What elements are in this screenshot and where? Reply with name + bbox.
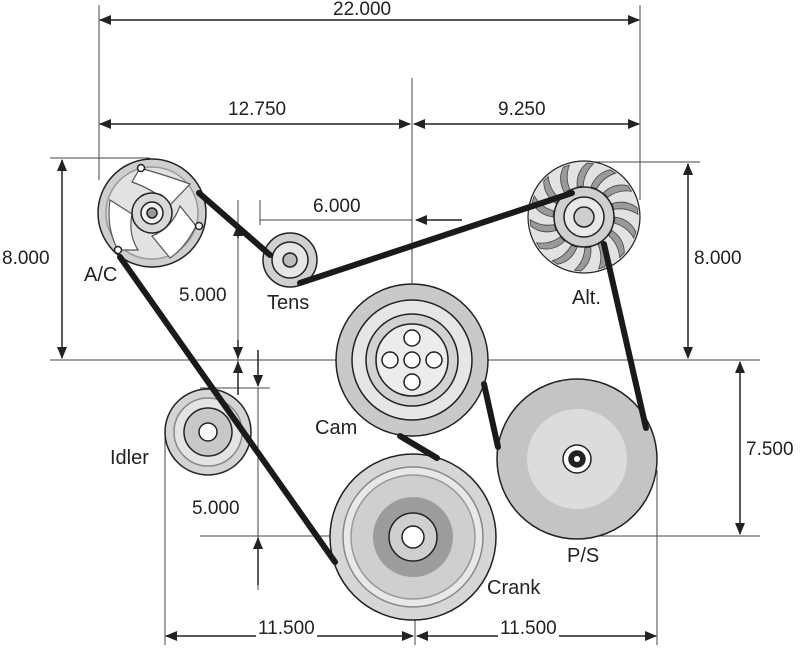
dim-crank-to-ps: 11.500 xyxy=(498,618,559,639)
fan-blade xyxy=(611,201,639,216)
dim-alt-height: 8.000 xyxy=(692,248,744,269)
alternator-pulley xyxy=(527,160,641,274)
cam-pulley xyxy=(335,283,489,437)
alternator-label: Alt. xyxy=(572,287,601,309)
fan-blade xyxy=(573,246,592,272)
fan-blade xyxy=(529,218,557,233)
ps-label: P/S xyxy=(567,545,600,567)
ac-pulley xyxy=(97,158,207,268)
cam-label: Cam xyxy=(315,417,358,439)
fan-blade xyxy=(602,184,633,198)
tensioner-pulley xyxy=(262,232,318,288)
drive-belt xyxy=(117,190,649,565)
alternator-fan-blades xyxy=(529,162,639,272)
crank-label: Crank xyxy=(487,577,541,599)
dim-ac-to-cam: 12.750 xyxy=(226,99,289,120)
dim-tens-offset-h: 6.000 xyxy=(311,196,363,217)
ac-label: A/C xyxy=(84,264,118,286)
idler-pulley xyxy=(164,388,252,476)
fan-blade xyxy=(551,244,578,265)
ps-pulley xyxy=(496,378,658,540)
fan-blade xyxy=(560,164,571,194)
dim-ac-height: 8.000 xyxy=(0,248,52,269)
dim-tens-offset-v: 5.000 xyxy=(177,285,229,306)
fan-blade xyxy=(590,169,617,190)
crank-pulley xyxy=(329,453,497,621)
fan-blade xyxy=(576,162,595,188)
dim-cam-to-alt: 9.250 xyxy=(496,99,548,120)
fan-blade xyxy=(535,236,566,250)
dim-ps-height: 7.500 xyxy=(744,439,796,460)
dim-crank-to-idler: 11.500 xyxy=(256,618,317,639)
fan-blade xyxy=(608,229,625,259)
dim-overall-width: 22.000 xyxy=(331,0,394,20)
dimension-arrows xyxy=(57,15,745,641)
dim-idler-height: 5.000 xyxy=(190,498,242,519)
idler-label: Idler xyxy=(110,447,149,469)
fan-blade xyxy=(531,195,555,218)
tensioner-label: Tens xyxy=(267,292,310,314)
fan-blade xyxy=(613,216,637,239)
